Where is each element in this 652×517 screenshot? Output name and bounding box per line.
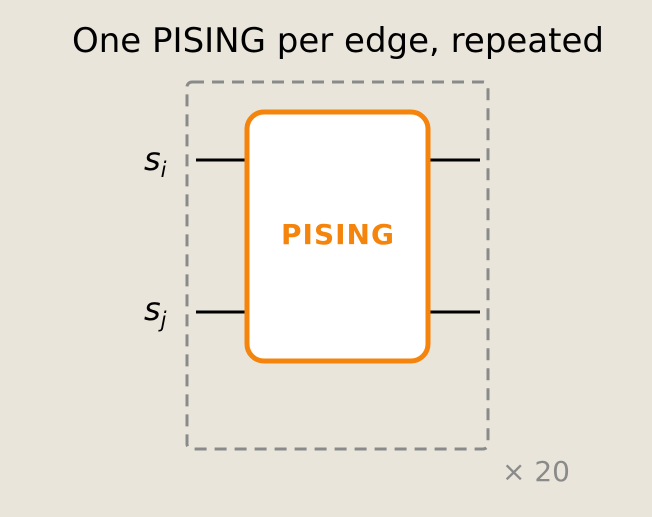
repeat-count: × 20 <box>502 455 570 488</box>
pising-gate <box>244 109 431 364</box>
gate-label: PISING <box>281 218 395 251</box>
wire-label-j: sj <box>144 290 167 332</box>
diagram-title: One PISING per edge, repeated <box>72 21 604 61</box>
repeat-box <box>185 80 490 451</box>
wire-label-i: si <box>144 140 167 182</box>
